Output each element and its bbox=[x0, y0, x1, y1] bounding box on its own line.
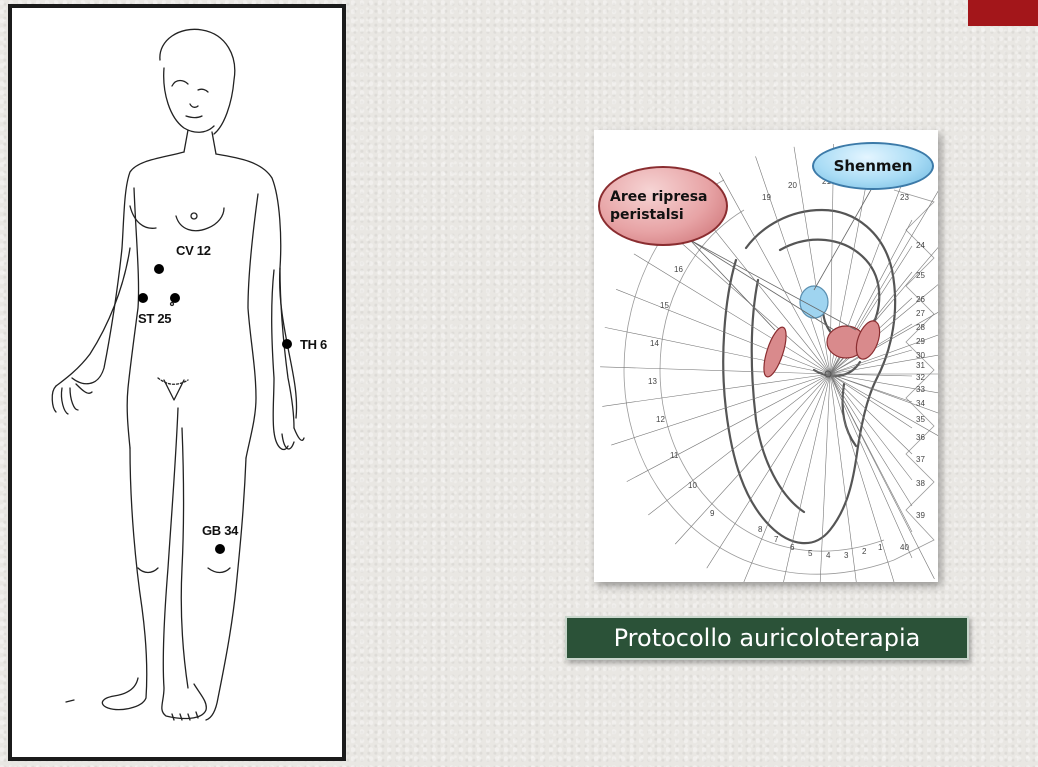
ear-zone-label: 39 bbox=[916, 511, 925, 520]
st25-left-point bbox=[138, 293, 148, 303]
ear-zone-label: 7 bbox=[774, 535, 779, 544]
ear-zone-label: 12 bbox=[656, 415, 665, 424]
ear-zone-label: 1 bbox=[878, 543, 883, 552]
gb34-label: GB 34 bbox=[202, 523, 238, 538]
ear-zone-label: 10 bbox=[688, 481, 697, 490]
female-body-figure bbox=[12, 8, 342, 757]
st25-right-point bbox=[170, 293, 180, 303]
ear-zone-label: 35 bbox=[916, 415, 925, 424]
ear-zone-label: 26 bbox=[916, 295, 925, 304]
ear-zone-label: 36 bbox=[916, 433, 925, 442]
ear-zone-label: 32 bbox=[916, 373, 925, 382]
th6-point bbox=[282, 339, 292, 349]
auriculotherapy-ear-map: 1234567891011121314151619202123242526272… bbox=[594, 130, 938, 582]
ear-zone-label: 20 bbox=[788, 181, 797, 190]
shenmen-text: Shenmen bbox=[834, 157, 913, 175]
ear-zone-label: 38 bbox=[916, 479, 925, 488]
cv12-label: CV 12 bbox=[176, 243, 211, 258]
cv12-point bbox=[154, 264, 164, 274]
ear-zone-label: 28 bbox=[916, 323, 925, 332]
ear-zone-label: 29 bbox=[916, 337, 925, 346]
ear-zone-label: 23 bbox=[900, 193, 909, 202]
ear-zone-label: 13 bbox=[648, 377, 657, 386]
peristalsi-line: peristalsi bbox=[610, 206, 684, 224]
ear-zone-label: 8 bbox=[758, 525, 763, 534]
st25-label: ST 25 bbox=[138, 311, 171, 326]
ear-zone-label: 33 bbox=[916, 385, 925, 394]
ear-zone-label: 24 bbox=[916, 241, 925, 250]
ear-zone-label: 3 bbox=[844, 551, 849, 560]
ear-zone-label: 2 bbox=[862, 547, 867, 556]
ear-zone-label: 15 bbox=[660, 301, 669, 310]
ear-zone-label: 4 bbox=[826, 551, 831, 560]
gb34-point bbox=[215, 544, 225, 554]
aree-ripresa-peristalsi-callout: Aree ripresa peristalsi bbox=[598, 166, 728, 246]
ear-zone-label: 6 bbox=[790, 543, 795, 552]
body-acupoint-chart: CV 12 ST 25 TH 6 GB 34 bbox=[8, 4, 346, 761]
ear-zone-label: 14 bbox=[650, 339, 659, 348]
corner-accent bbox=[968, 0, 1038, 26]
ear-zone-label: 34 bbox=[916, 399, 925, 408]
protocol-caption: Protocollo auricoloterapia bbox=[565, 616, 969, 660]
th6-label: TH 6 bbox=[300, 337, 327, 352]
ear-zone-label: 40 bbox=[900, 543, 909, 552]
peristalsis-marker-left bbox=[759, 325, 790, 379]
ear-zone-label: 9 bbox=[710, 509, 715, 518]
ear-zone-label: 25 bbox=[916, 271, 925, 280]
aree-ripresa-line: Aree ripresa bbox=[610, 188, 708, 206]
ear-zone-label: 31 bbox=[916, 361, 925, 370]
ear-zone-label: 16 bbox=[674, 265, 683, 274]
ear-zone-label: 30 bbox=[916, 351, 925, 360]
ear-zone-label: 19 bbox=[762, 193, 771, 202]
ear-zone-label: 5 bbox=[808, 549, 813, 558]
shenmen-callout: Shenmen bbox=[812, 142, 934, 190]
ear-zone-label: 37 bbox=[916, 455, 925, 464]
ear-zone-label: 11 bbox=[670, 451, 679, 460]
ear-zone-label: 27 bbox=[916, 309, 925, 318]
